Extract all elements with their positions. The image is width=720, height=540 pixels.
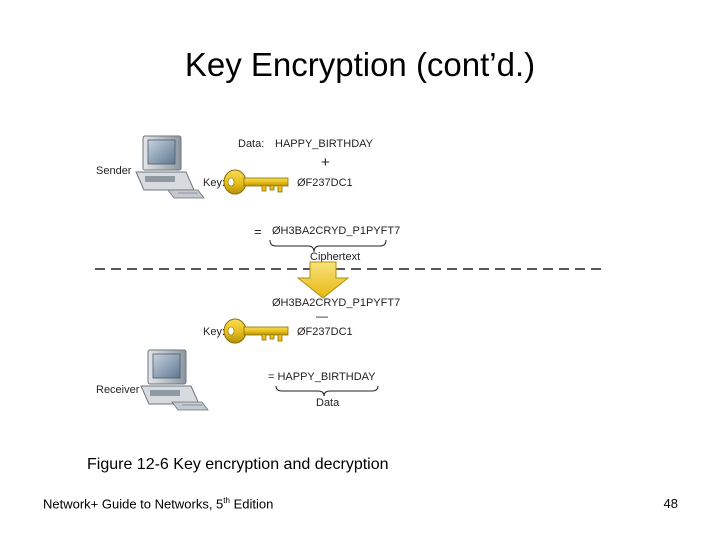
sender-key-value: ØF237DC1 <box>297 177 353 189</box>
footer-text: Network+ Guide to Networks, 5 <box>43 496 224 512</box>
sender-label: Sender <box>96 165 132 177</box>
receiver-key-icon <box>223 318 289 344</box>
down-arrow-icon <box>296 261 350 299</box>
page-number: 48 <box>663 496 678 511</box>
minus-sign: — <box>316 309 328 323</box>
receiver-label: Receiver <box>96 384 140 396</box>
footer-book-title: Network+ Guide to Networks, 5th Edition <box>43 496 273 511</box>
ciphertext-value: ØH3BA2CRYD_P1PYFT7 <box>272 225 400 237</box>
result-brace <box>275 385 379 397</box>
sender-computer-icon <box>135 135 205 199</box>
data-label: Data: <box>238 138 264 150</box>
slide-title: Key Encryption (cont’d.) <box>184 46 536 83</box>
receiver-key-label: Key: <box>203 326 225 338</box>
equals-sign: = <box>254 224 262 239</box>
receiver-ciphertext-value: ØH3BA2CRYD_P1PYFT7 <box>272 297 400 309</box>
ciphertext-label: Ciphertext <box>310 251 360 263</box>
result-label: Data <box>316 397 340 409</box>
sender-key-label: Key: <box>203 177 225 189</box>
result-value: = HAPPY_BIRTHDAY <box>268 371 376 383</box>
ciphertext-brace <box>269 239 387 253</box>
footer-sup: th <box>223 496 230 505</box>
plus-sign: + <box>321 154 330 171</box>
data-value: HAPPY_BIRTHDAY <box>275 138 374 150</box>
footer-suffix: Edition <box>229 496 274 512</box>
figure-caption: Figure 12-6 Key encryption and decryptio… <box>87 456 389 473</box>
sender-key-icon <box>223 169 289 195</box>
receiver-computer-icon <box>140 349 209 411</box>
receiver-key-value: ØF237DC1 <box>297 326 353 338</box>
